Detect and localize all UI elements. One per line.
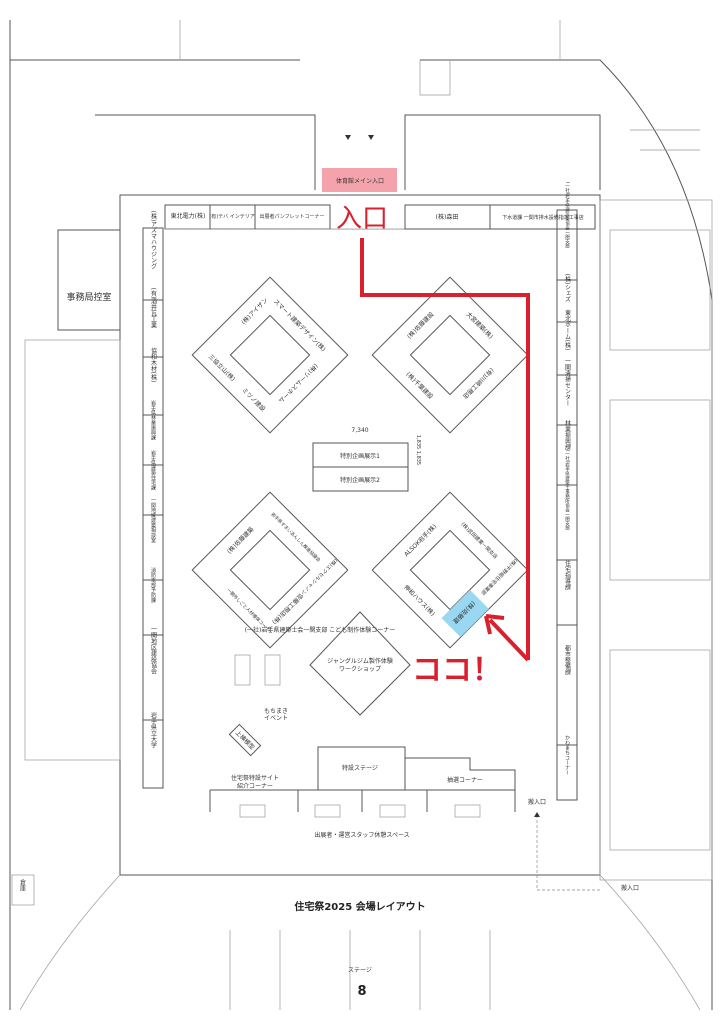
booth: (株)アズマハウジング bbox=[150, 211, 157, 271]
booth: (株)佐藤建設 bbox=[405, 310, 435, 340]
route-line bbox=[360, 238, 530, 660]
storage-label: 倉庫 bbox=[19, 878, 26, 892]
arrow-up-icon bbox=[534, 812, 540, 817]
booth: 住宅指導課 bbox=[564, 559, 571, 591]
rest-tables bbox=[239, 804, 481, 818]
stage-label: 特設ステージ bbox=[342, 764, 378, 772]
right-booth-column bbox=[556, 209, 578, 801]
booth-cluster-top-left: スマート建築デザイン(株) (株)リームスホーム (株)アイザン ミツノ建設 三… bbox=[191, 276, 349, 434]
booth: 出展者パンフレットコーナー bbox=[259, 213, 324, 220]
booth: 大宮建築(株) bbox=[465, 310, 495, 340]
booth: (一社)岩手県建設業協会一関支部 bbox=[565, 182, 571, 250]
mochimaki-label: イベント bbox=[264, 715, 288, 722]
storage-room bbox=[11, 874, 35, 906]
arrow-icon bbox=[484, 614, 530, 662]
booth: 都市整備課 bbox=[564, 644, 571, 676]
rest-space-label: 出展者・運営スタッフ休憩スペース bbox=[314, 831, 409, 839]
booth: (株)アイザン bbox=[239, 296, 269, 326]
booth: (一社)岩手県建築士事務所協会一関支部 bbox=[565, 450, 571, 531]
exhibit-2: 特別企画展示2 bbox=[340, 476, 380, 484]
model-label: 上棟模型 bbox=[234, 729, 257, 752]
booth: 東北電力(株) bbox=[171, 212, 206, 220]
stage-caption: ステージ bbox=[348, 967, 372, 974]
building-walls bbox=[9, 20, 713, 1011]
booth: (株)平野組住宅事業部 bbox=[479, 557, 519, 597]
booth-cluster-bottom-left: 岩手県すまいあんしん推進協議会 (株)エクセルシャノン 佐藤工務店(株) (株)… bbox=[191, 491, 349, 649]
office-room bbox=[57, 229, 121, 331]
booth: (株)森田 bbox=[436, 213, 459, 221]
loading-entrance-label: 搬入口 bbox=[528, 798, 546, 806]
kids-corner: (一社)岩手県建築士会一関支部 こども制作体験コーナー bbox=[245, 626, 396, 634]
booth: 消防本部予防課 bbox=[150, 567, 156, 604]
dimension-height: 1,835 1,835 bbox=[415, 435, 421, 465]
site-corner-label: 紹介コーナー bbox=[237, 782, 273, 790]
booth: 林業振興課 bbox=[564, 419, 571, 451]
booth: (有)酒井瓦工業 bbox=[150, 288, 157, 330]
booth: ALSOK岩手(株) bbox=[402, 522, 438, 558]
loading-entrance-label: 搬入口 bbox=[621, 884, 639, 892]
booth: 一関地区建設協会 bbox=[150, 626, 157, 675]
stage-rail bbox=[209, 789, 516, 812]
booth-cluster-bottom-right: (株)武田建業一関支店 (株)平野組住宅事業部 ALSOK岩手(株) 伸和ハウス… bbox=[371, 491, 529, 649]
booth: かわまちコーナー bbox=[564, 735, 570, 775]
booth: 岩手県建築住宅課 bbox=[150, 449, 156, 491]
booth: (株)武田建業一関支店 bbox=[460, 521, 500, 561]
booth: 伸和ハウス(株) bbox=[402, 583, 436, 617]
top-booth-row bbox=[164, 204, 596, 230]
booth: 佐藤工務店(株) bbox=[270, 592, 304, 626]
jungle-gym-label: ジャングルジム製作体験 bbox=[327, 657, 393, 665]
booth: 一関地域建築相談室 bbox=[150, 498, 156, 543]
model-box: 上棟模型 bbox=[228, 723, 262, 757]
table bbox=[234, 654, 251, 686]
booth: ミツノ建設 bbox=[240, 386, 267, 413]
booth: (株)シェズ bbox=[564, 274, 571, 303]
booth: 岩手県立大学 bbox=[150, 711, 157, 748]
booth: (株)エクセルシャノン bbox=[299, 557, 339, 597]
left-booth-column bbox=[142, 227, 164, 789]
exhibit-1: 特別企画展示1 bbox=[340, 452, 380, 460]
page-number: 8 bbox=[357, 984, 366, 999]
booth: 一関清掃センター bbox=[564, 358, 571, 406]
dimension-width: 7,340 bbox=[351, 427, 368, 434]
main-entrance-label: 体育館メイン入口 bbox=[336, 177, 384, 185]
booth-cluster-top-right: (有)川崎工務店 大宮建築(株) (株)佐藤建設 (株)千葉建設 bbox=[371, 276, 529, 434]
here-marker: ココ！ bbox=[412, 653, 502, 688]
jungle-gym-area bbox=[309, 611, 411, 716]
stage-outline bbox=[317, 746, 516, 808]
table bbox=[264, 654, 281, 686]
booth: 協和木材(株) bbox=[150, 347, 157, 382]
lottery-label: 抽選コーナー bbox=[447, 776, 483, 784]
booth: 岩手県林業振興課 bbox=[150, 399, 156, 441]
loading-path bbox=[536, 815, 600, 891]
highlighted-booth bbox=[441, 589, 489, 638]
booth: (株)佐藤建築 bbox=[225, 525, 255, 555]
booth: (株)リームスホーム bbox=[277, 362, 320, 405]
main-entrance-box bbox=[322, 168, 397, 192]
mochimaki-label: もちまき bbox=[264, 708, 288, 715]
site-corner-label: 住宅祭特設サイト bbox=[231, 774, 279, 782]
jungle-gym-label: ワークショップ bbox=[339, 666, 381, 673]
booth: (有)テバ インテリア bbox=[209, 213, 255, 220]
booth: 下水道課 一関市排水設備指定工事店 bbox=[502, 214, 584, 221]
entrance-marker: 入口 bbox=[336, 204, 388, 234]
office-label: 事務局控室 bbox=[66, 291, 111, 303]
booth: 東北ホーム(株) bbox=[564, 309, 571, 350]
door-markers bbox=[345, 135, 374, 140]
booth: (有)川崎工務店 bbox=[461, 366, 495, 400]
page-title: 住宅祭2025 会場レイアウト bbox=[294, 900, 425, 913]
